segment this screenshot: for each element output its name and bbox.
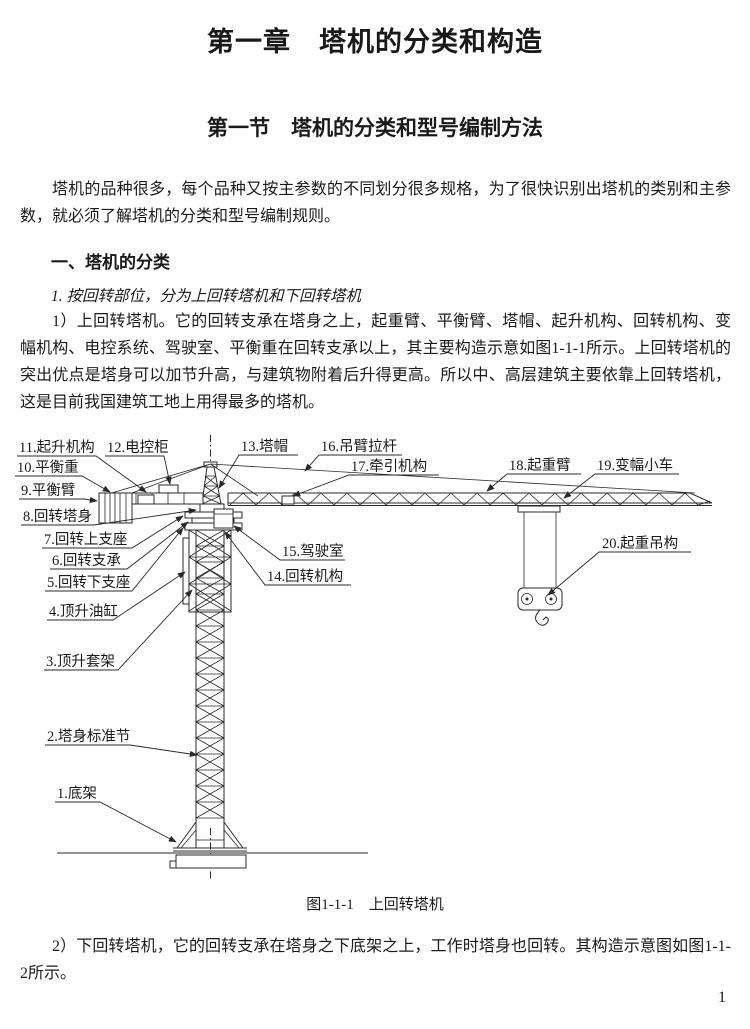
electric-cabinet xyxy=(158,484,179,494)
figure-1-1-1: 1.底架 2.塔身标准节 3.顶升套架 4.顶升油缸 5.回转下支座 6.回转支… xyxy=(0,430,750,885)
cab xyxy=(213,508,234,529)
diagram-label-12: 12.电控柜 xyxy=(107,439,169,456)
trolley xyxy=(517,505,561,513)
counter-jib xyxy=(98,484,204,524)
diagram-label-14: 14.回转机构 xyxy=(267,568,343,585)
diagram-label-6: 6.回转支承 xyxy=(52,552,121,569)
diagram-label-13: 13.塔帽 xyxy=(241,438,288,455)
hook-icon xyxy=(535,609,549,626)
diagram-label-19: 19.变幅小车 xyxy=(597,457,673,474)
part-labels: 1.底架 2.塔身标准节 3.顶升套架 4.顶升油缸 5.回转下支座 6.回转支… xyxy=(17,438,678,802)
traction-mechanism xyxy=(281,495,295,505)
diagram-label-16: 16.吊臂拉杆 xyxy=(321,438,397,455)
main-jib xyxy=(227,492,713,506)
counterweight xyxy=(98,492,133,524)
tower-crane-diagram: 1.底架 2.塔身标准节 3.顶升套架 4.顶升油缸 5.回转下支座 6.回转支… xyxy=(15,435,713,880)
lower-slewing-paragraph: 2）下回转塔机，它的回转支承在塔身之下底架之上，工作时塔身也回转。其构造示意图如… xyxy=(20,938,731,982)
page-number: 1 xyxy=(718,989,726,1006)
intro-paragraph: 塔机的品种很多，每个品种又按主参数的不同划分很多规格，为了很快识别出塔机的类别和… xyxy=(20,181,731,225)
diagram-label-7: 7.回转上支座 xyxy=(44,531,127,548)
upper-slewing-paragraph: 1）上回转塔机。它的回转支承在塔身之上，起重臂、平衡臂、塔帽、起升机构、回转机构… xyxy=(20,313,731,411)
chapter-title: 第一章 塔机的分类和构造 xyxy=(207,27,543,57)
tower-mast xyxy=(195,529,225,822)
jacking-cylinder xyxy=(182,537,190,605)
classification-heading: 一、塔机的分类 xyxy=(51,253,170,272)
section-title: 第一节 塔机的分类和型号编制方法 xyxy=(207,117,543,140)
diagram-label-10: 10.平衡重 xyxy=(17,459,79,476)
diagram-label-9: 9.平衡臂 xyxy=(21,482,75,499)
diagram-label-20: 20.起重吊构 xyxy=(602,535,678,552)
hook-block xyxy=(517,587,563,611)
diagram-label-3: 3.顶升套架 xyxy=(46,653,115,670)
diagram-label-5: 5.回转下支座 xyxy=(47,574,130,591)
diagram-label-18: 18.起重臂 xyxy=(509,457,571,474)
diagram-label-2: 2.塔身标准节 xyxy=(47,728,130,745)
figure-caption: 图1-1-1 上回转塔机 xyxy=(306,897,444,913)
diagram-label-15: 15.驾驶室 xyxy=(282,543,344,560)
diagram-label-4: 4.顶升油缸 xyxy=(49,602,118,620)
leader-lines xyxy=(15,454,691,843)
diagram-label-1: 1.底架 xyxy=(57,785,97,802)
trolley-and-hook xyxy=(517,505,563,626)
tower-head xyxy=(201,461,222,505)
slewing-assembly xyxy=(184,503,243,531)
classification-subheading: 1. 按回转部位，分为上回转塔机和下回转塔机 xyxy=(51,288,362,305)
diagram-label-17: 17.牵引机构 xyxy=(351,458,427,475)
hoist-winch xyxy=(137,494,155,505)
diagram-label-11: 11.起升机构 xyxy=(19,439,95,456)
diagram-label-8: 8.回转塔身 xyxy=(23,508,92,525)
base-frame xyxy=(57,821,368,869)
